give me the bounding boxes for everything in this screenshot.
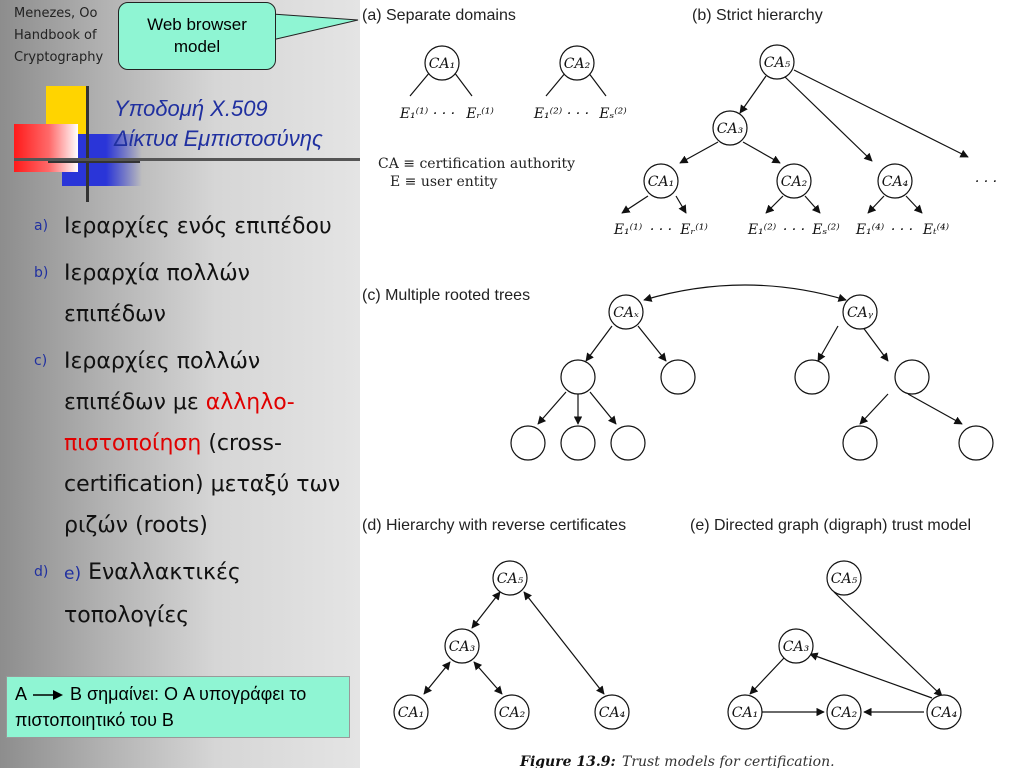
- note-node-a: A: [15, 684, 27, 704]
- node-ca2-d: CA₂: [499, 705, 526, 721]
- entity-et-4-b: Eₜ⁽⁴⁾: [922, 222, 950, 238]
- node-ca2-a: CA₂: [564, 56, 591, 72]
- panel-b-title: (b) Strict hierarchy: [692, 7, 823, 24]
- entity-er-1-b: Eᵣ⁽¹⁾: [679, 222, 708, 238]
- node-ca1-d: CA₁: [398, 705, 424, 721]
- figure-caption-text: Trust models for certification.: [622, 754, 835, 768]
- bullet-item: a) Ιεραρχίες ενός επιπέδου: [34, 206, 354, 247]
- trust-models-figure: CA₁ CA₂ CA₅ CA₃ CA₁ CA₂ CA₄ CAₓ CAᵧ CA₅ …: [362, 7, 997, 768]
- ellipsis: · · ·: [567, 106, 589, 122]
- bullet-highlight: αλληλο-πιστοποίηση: [64, 390, 295, 456]
- bullet-text: Ιεραρχίες πολλών επιπέδων με: [64, 349, 261, 415]
- reference-line: Menezes, Oo: [14, 6, 98, 21]
- node-ca3-b: CA₃: [717, 121, 744, 137]
- legend-e: E ≡ user entity: [390, 174, 498, 190]
- arrow-legend-note: A B σημαίνει: Ο A υπογράφει το πιστοποιη…: [6, 676, 350, 738]
- logo-vertical-line: [86, 86, 89, 202]
- node-ca3-d: CA₃: [449, 639, 476, 655]
- node-ca4-b: CA₄: [882, 174, 909, 190]
- bullet-marker: b): [34, 265, 49, 281]
- node-ca1-e: CA₁: [732, 705, 758, 721]
- node-ca2-e: CA₂: [831, 705, 858, 721]
- title-divider: [14, 158, 360, 161]
- panel-e-title: (e) Directed graph (digraph) trust model: [690, 517, 971, 534]
- bullet-item: b) Ιεραρχία πολλών επιπέδων: [34, 253, 354, 335]
- ellipsis: · · ·: [783, 222, 805, 238]
- bullet-marker: c): [34, 353, 48, 369]
- web-browser-callout: Web browser model: [118, 2, 276, 70]
- note-text: B σημαίνει: Ο A υπογράφει το πιστοποιητι…: [15, 684, 307, 730]
- callout-line: model: [173, 37, 221, 56]
- entity-er-1-a: Eᵣ⁽¹⁾: [465, 106, 494, 122]
- node-ca5-d: CA₅: [497, 571, 524, 587]
- ellipsis: · · ·: [650, 222, 672, 238]
- node-ca1-b: CA₁: [648, 174, 674, 190]
- bullet-marker: a): [34, 218, 49, 234]
- figure-caption-label: Figure 13.9:: [519, 754, 616, 768]
- node-ca3-e: CA₃: [783, 639, 810, 655]
- logo-horizontal-line: [48, 160, 140, 163]
- bullet-text: (cross-certification) μεταξύ των ριζών (…: [64, 431, 341, 538]
- node-ca5-b: CA₅: [764, 55, 791, 71]
- node-ca2-b: CA₂: [781, 174, 808, 190]
- bullet-list: a) Ιεραρχίες ενός επιπέδου b) Ιεραρχία π…: [34, 206, 354, 642]
- bullet-marker: d): [34, 564, 49, 580]
- legend-ca: CA ≡ certification authority: [378, 156, 575, 172]
- arrow-icon: [33, 690, 64, 701]
- reference-line: Handbook of: [14, 28, 97, 43]
- logo-red-square: [14, 124, 78, 172]
- node-ca4-d: CA₄: [599, 705, 626, 721]
- node-ca4-e: CA₄: [931, 705, 958, 721]
- node-cax-c: CAₓ: [613, 305, 639, 321]
- callout-line: Web browser: [147, 15, 247, 34]
- entity-es-2-b: Eₛ⁽²⁾: [811, 222, 840, 238]
- entity-e1-1-a: E₁⁽¹⁾: [399, 106, 429, 122]
- node-cay-c: CAᵧ: [847, 305, 874, 321]
- panel-d-title: (d) Hierarchy with reverse certificates: [362, 517, 626, 534]
- ellipsis: · · ·: [433, 106, 455, 122]
- entity-es-2-a: Eₛ⁽²⁾: [598, 106, 627, 122]
- bullet-text: Ιεραρχία πολλών επιπέδων: [64, 261, 250, 327]
- node-ca5-e: CA₅: [831, 571, 858, 587]
- ellipsis: · · ·: [891, 222, 913, 238]
- panel-c-title: (c) Multiple rooted trees: [362, 287, 530, 304]
- reference-line: Cryptography: [14, 50, 104, 65]
- reference-text: Menezes, Oo Handbook of Cryptography: [14, 3, 103, 69]
- bullet-item: d) e) Εναλλακτικές τοπολογίες: [34, 552, 354, 636]
- entity-e1-4-b: E₁⁽⁴⁾: [855, 222, 885, 238]
- bullet-text: Ιεραρχίες ενός επιπέδου: [64, 214, 332, 239]
- ellipsis: · · ·: [975, 174, 997, 190]
- bullet-text: Εναλλακτικές τοπολογίες: [64, 560, 241, 628]
- slide-title: Υποδομή X.509 Δίκτυα Εμπιστοσύνης: [114, 94, 323, 154]
- entity-e1-2-a: E₁⁽²⁾: [533, 106, 563, 122]
- panel-a-title: (a) Separate domains: [362, 7, 516, 24]
- title-line-1: Υποδομή X.509: [114, 96, 268, 121]
- title-line-2: Δίκτυα Εμπιστοσύνης: [114, 126, 323, 151]
- bullet-item: c) Ιεραρχίες πολλών επιπέδων με αλληλο-π…: [34, 341, 354, 546]
- node-ca1-a: CA₁: [429, 56, 455, 72]
- entity-e1-1-b: E₁⁽¹⁾: [613, 222, 643, 238]
- bullet-sub-marker: e): [64, 564, 82, 584]
- entity-e1-2-b: E₁⁽²⁾: [747, 222, 777, 238]
